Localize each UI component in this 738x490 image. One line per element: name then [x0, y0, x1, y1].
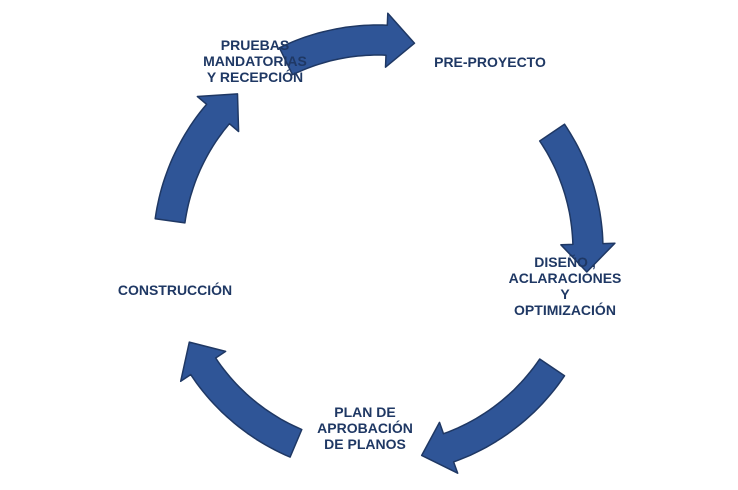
arrow-to-pre-proyecto [278, 12, 416, 76]
arrow-to-pruebas [154, 93, 240, 224]
arrow-to-plan [420, 358, 566, 474]
arrow-to-construccion [179, 341, 303, 458]
step-label-construccion: CONSTRUCCIÓN [117, 282, 233, 298]
step-label-plan-de-aprobacion: PLAN DE APROBACIÓN DE PLANOS [317, 404, 413, 452]
step-label-pruebas: PRUEBAS MANDATORIAS Y RECEPCIÓN [203, 37, 307, 85]
step-label-pre-proyecto: PRE-PROYECTO [434, 54, 546, 70]
arrow-to-diseno [538, 123, 616, 273]
step-label-diseno: DISEÑO , ACLARACIONES Y OPTIMIZACIÓN [508, 254, 622, 318]
